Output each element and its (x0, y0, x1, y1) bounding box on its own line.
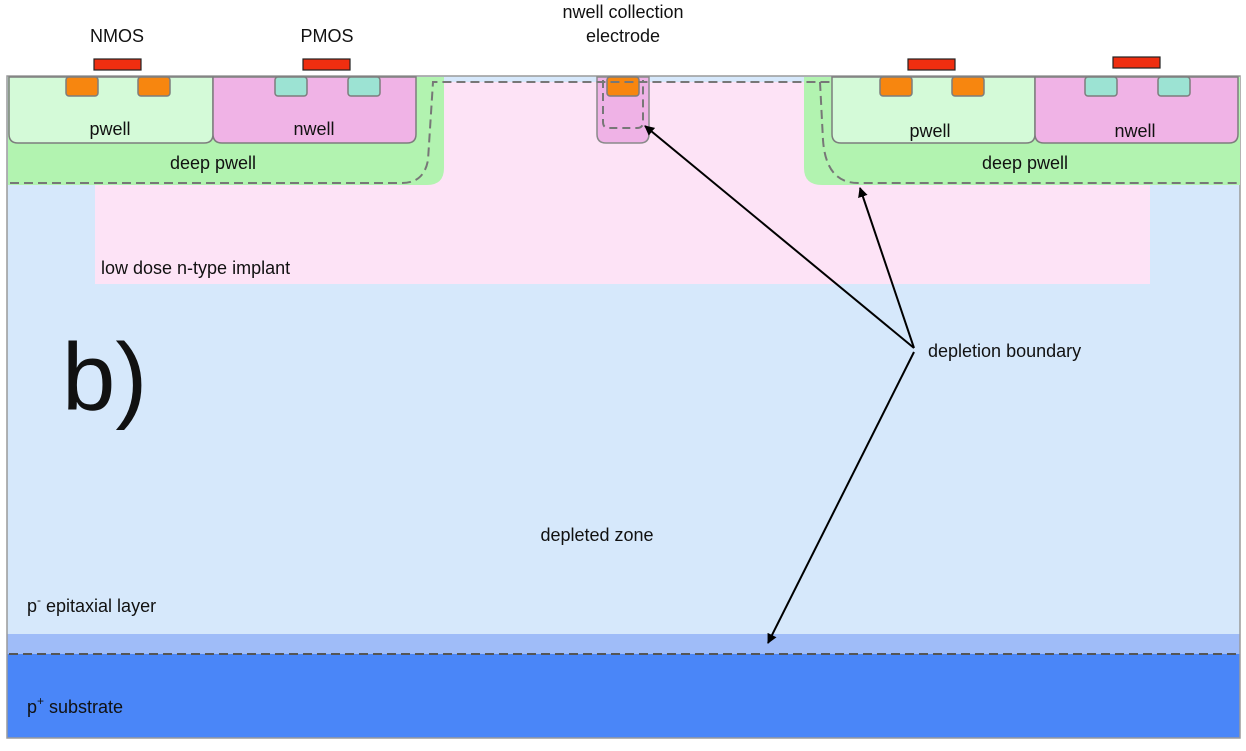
n-plus-contact-right-1 (879, 76, 913, 97)
n-plus-contact-right-2 (951, 76, 985, 97)
depletion-boundary-label: depletion boundary (928, 341, 1081, 361)
pwell-left-label: pwell (89, 119, 130, 139)
pmos-gate-left (302, 58, 351, 71)
epi-p: p (27, 596, 37, 616)
epitaxial-layer-label: p- epitaxial layer (27, 593, 156, 616)
nmos-label: NMOS (90, 26, 144, 46)
collection-depletion-boundary (602, 80, 644, 129)
sub-superscript: + (37, 694, 44, 708)
collection-electrode-label-line1: nwell collection (562, 2, 683, 22)
die-frame (6, 75, 1241, 739)
epi-rest: epitaxial layer (41, 596, 156, 616)
sub-p: p (27, 697, 37, 717)
p-plus-contact-left-2 (347, 76, 381, 97)
n-plus-contact-left-2 (137, 76, 171, 97)
sub-rest: substrate (44, 697, 123, 717)
substrate-transition-band (7, 634, 1240, 655)
deep-pwell-left-label: deep pwell (170, 153, 256, 173)
arrow-to-collection (644, 125, 915, 349)
substrate (7, 654, 1240, 738)
pmos-label: PMOS (300, 26, 353, 46)
arrow-to-deep-pwell (858, 187, 915, 349)
nwell-right-label: nwell (1114, 121, 1155, 141)
collection-n-plus-contact (606, 76, 640, 97)
nmos-gate-right (907, 58, 956, 71)
nmos-gate-left (93, 58, 142, 71)
depleted-zone-label: depleted zone (540, 525, 653, 545)
implant-label: low dose n-type implant (101, 258, 290, 278)
depletion-boundary-right (819, 81, 1240, 184)
collection-electrode-label-line2: electrode (586, 26, 660, 46)
p-plus-contact-right-1 (1084, 76, 1118, 97)
deep-pwell-right-label: deep pwell (982, 153, 1068, 173)
pmos-gate-right (1112, 56, 1161, 69)
n-plus-contact-left-1 (65, 76, 99, 97)
epi-superscript: - (37, 593, 41, 607)
panel-letter: b) (62, 324, 147, 431)
arrow-to-epi-boundary (767, 351, 915, 644)
pwell-right-label: pwell (909, 121, 950, 141)
nwell-left-label: nwell (293, 119, 334, 139)
p-plus-contact-left-1 (274, 76, 308, 97)
substrate-label: p+ substrate (27, 694, 123, 717)
depletion-boundary-top (10, 81, 832, 184)
p-plus-contact-right-2 (1157, 76, 1191, 97)
